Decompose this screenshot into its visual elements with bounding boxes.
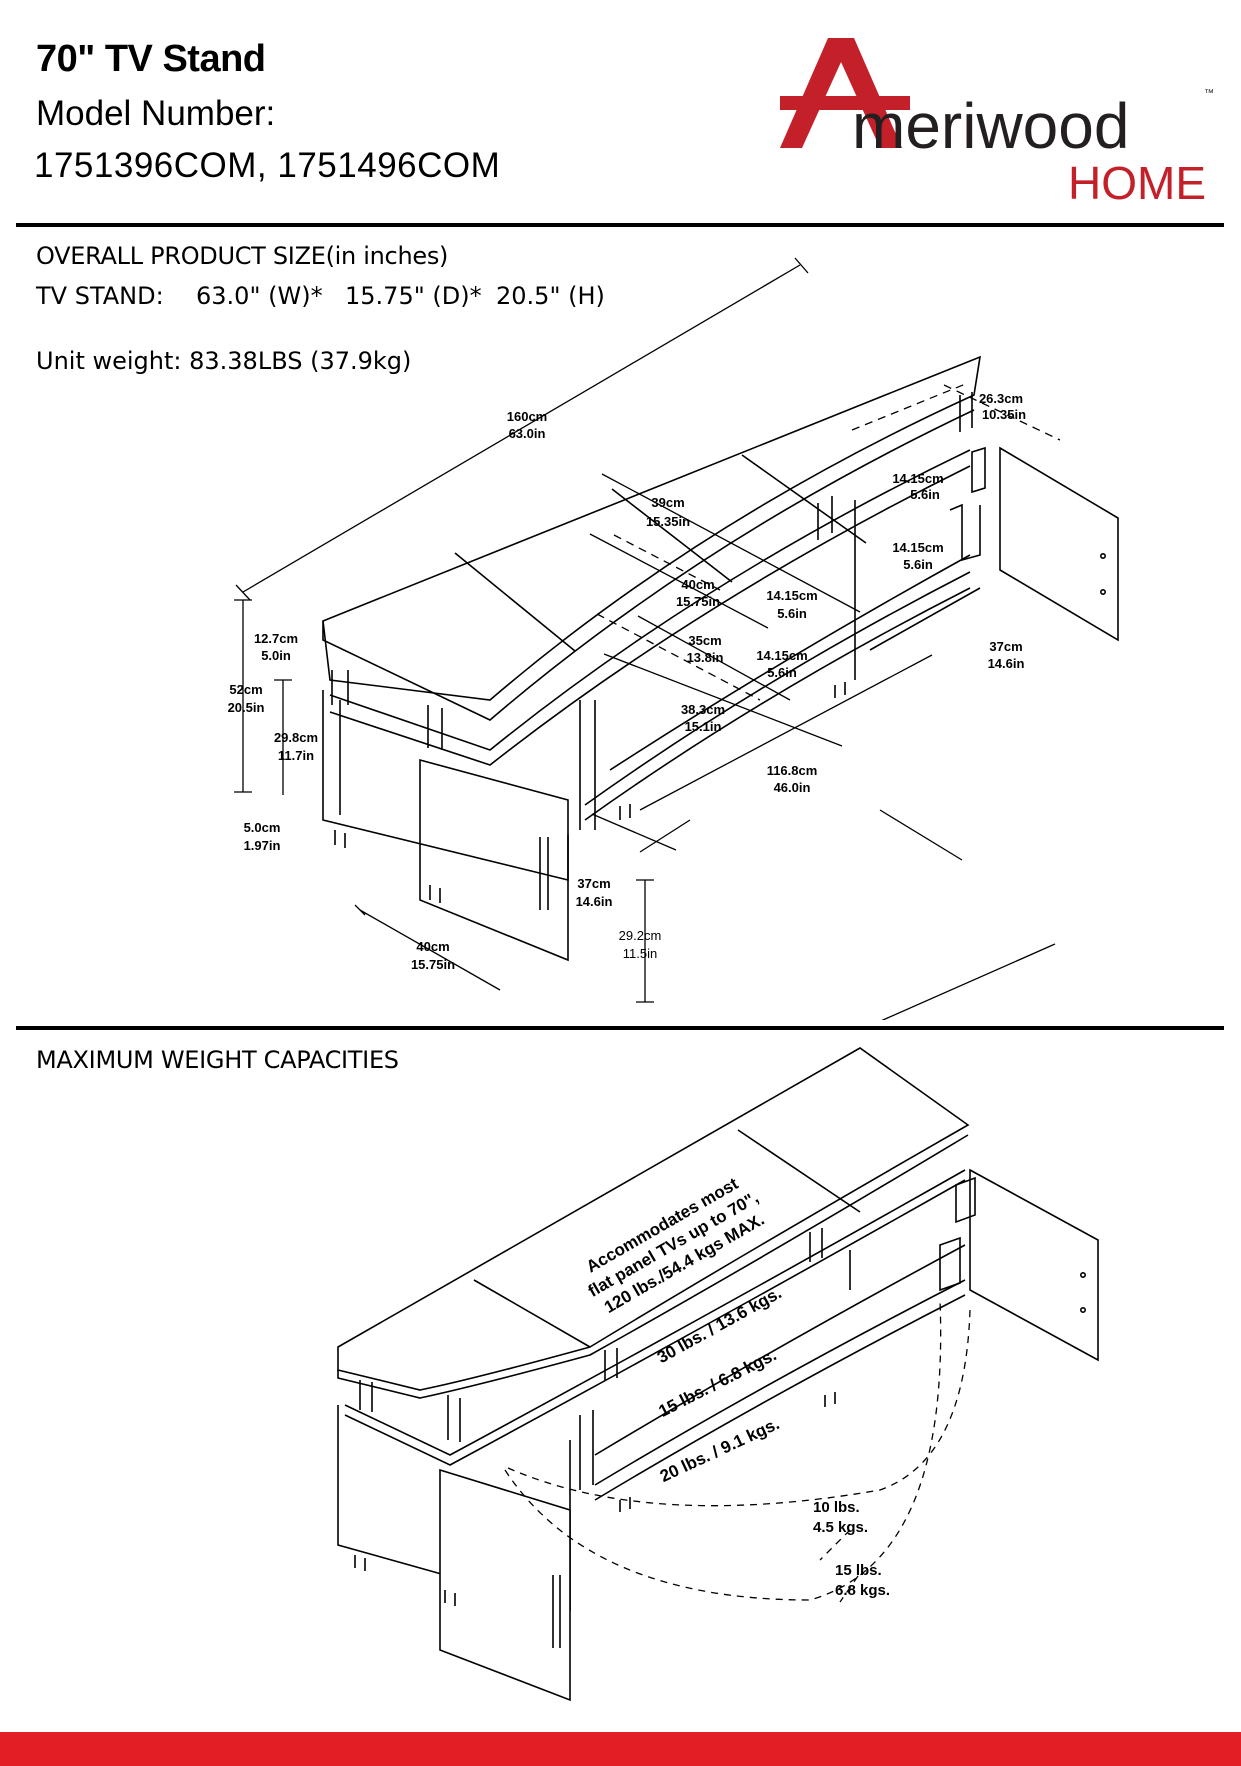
dim-foot-h-cm: 5.0cm — [244, 820, 281, 835]
dim-cab-h-in: 11.7in — [278, 748, 314, 763]
logo-text-home: HOME — [1068, 157, 1206, 206]
dim-shelf-width-cm: 39cm — [651, 495, 684, 510]
dim-inner-depth-cm: 35cm — [688, 633, 721, 648]
dim-total-h-cm: 52cm — [229, 682, 262, 697]
capacity-cabinet-lbs: 15 lbs. — [835, 1562, 882, 1579]
footer-bar — [0, 1732, 1241, 1766]
dim-upper-h2-in: 5.6in — [903, 557, 933, 572]
dim-mid-h2-in: 5.6in — [767, 665, 797, 680]
logo-letter-a — [780, 38, 910, 148]
depth-spec: 15.75" (D)* — [345, 282, 482, 310]
overall-size-heading: OVERALL PRODUCT SIZE(in inches) — [36, 242, 449, 270]
dim-mid-depth-cm: 40cm — [681, 577, 714, 592]
unit-weight: Unit weight: 83.38LBS (37.9kg) — [36, 347, 412, 375]
dim-mid-h-cm: 14.15cm — [766, 588, 817, 603]
dim-door-h-in: 11.5in — [623, 946, 657, 961]
logo-trademark: ™ — [1204, 88, 1214, 99]
dim-mid-depth-in: 15.75in — [676, 594, 720, 609]
dim-foot-h-in: 1.97in — [244, 838, 281, 853]
dim-cab-h-cm: 29.8cm — [274, 730, 318, 745]
section-divider — [16, 1026, 1224, 1030]
capacity-shelf-3: 20 lbs. / 9.1 kgs. — [657, 1414, 782, 1486]
model-number-label: Model Number: — [36, 94, 276, 133]
dim-base-w-in: 46.0in — [774, 780, 811, 795]
height-spec: 20.5" (H) — [496, 282, 605, 310]
dim-right-depth-in: 14.6in — [988, 656, 1025, 671]
ameriwood-home-logo: meriwood ™ HOME — [780, 38, 1214, 206]
dim-top-h-cm: 12.7cm — [254, 631, 298, 646]
dim-total-width-cm: 160cm — [507, 409, 547, 424]
logo-text-meriwood: meriwood — [852, 90, 1129, 162]
dim-door-h-cm: 29.2cm — [619, 928, 662, 943]
dim-door-depth-cm: 37cm — [577, 876, 610, 891]
weight-capacities-heading: MAXIMUM WEIGHT CAPACITIES — [36, 1046, 399, 1074]
dim-mid-h-in: 5.6in — [777, 606, 807, 621]
dim-inner-w-cm: 38.3cm — [681, 702, 725, 717]
weight-capacity-drawing: Accommodates most flat panel TVs up to 7… — [337, 1047, 1099, 1702]
dim-upper-h1-cm: 14.15cm — [892, 471, 943, 486]
dim-door-gap-in: 10.35in — [982, 407, 1026, 422]
page-title: 70" TV Stand — [36, 38, 266, 80]
dim-base-depth-in: 15.75in — [411, 957, 455, 972]
capacity-inner-lbs: 10 lbs. — [813, 1499, 860, 1516]
dim-shelf-width-in: 15.35in — [646, 514, 690, 529]
dimension-drawing: 160cm 63.0in 39cm 15.35in 26.3cm 10.35in… — [228, 257, 1119, 1020]
capacity-cabinet-kgs: 6.8 kgs. — [835, 1582, 890, 1599]
dim-upper-h2-cm: 14.15cm — [892, 540, 943, 555]
dim-inner-depth-in: 13.8in — [687, 650, 724, 665]
dim-door-depth-in: 14.6in — [576, 894, 613, 909]
dim-inner-w-in: 15.1in — [685, 719, 722, 734]
dim-door-gap-cm: 26.3cm — [979, 391, 1023, 406]
tv-stand-label: TV STAND: — [36, 282, 164, 310]
capacity-inner-kgs: 4.5 kgs. — [813, 1519, 868, 1536]
dim-base-depth-cm: 40cm — [416, 939, 449, 954]
dim-upper-h1-in: 5.6in — [910, 487, 940, 502]
dim-right-depth-cm: 37cm — [989, 639, 1022, 654]
model-numbers: 1751396COM, 1751496COM — [34, 146, 501, 185]
width-spec: 63.0" (W)* — [196, 282, 323, 310]
dim-total-width-in: 63.0in — [509, 426, 546, 441]
header-divider — [16, 223, 1224, 227]
dim-base-w-cm: 116.8cm — [767, 763, 818, 778]
dim-total-h-in: 20.5in — [228, 700, 265, 715]
dim-mid-h2-cm: 14.15cm — [756, 648, 807, 663]
dim-top-h-in: 5.0in — [261, 648, 291, 663]
